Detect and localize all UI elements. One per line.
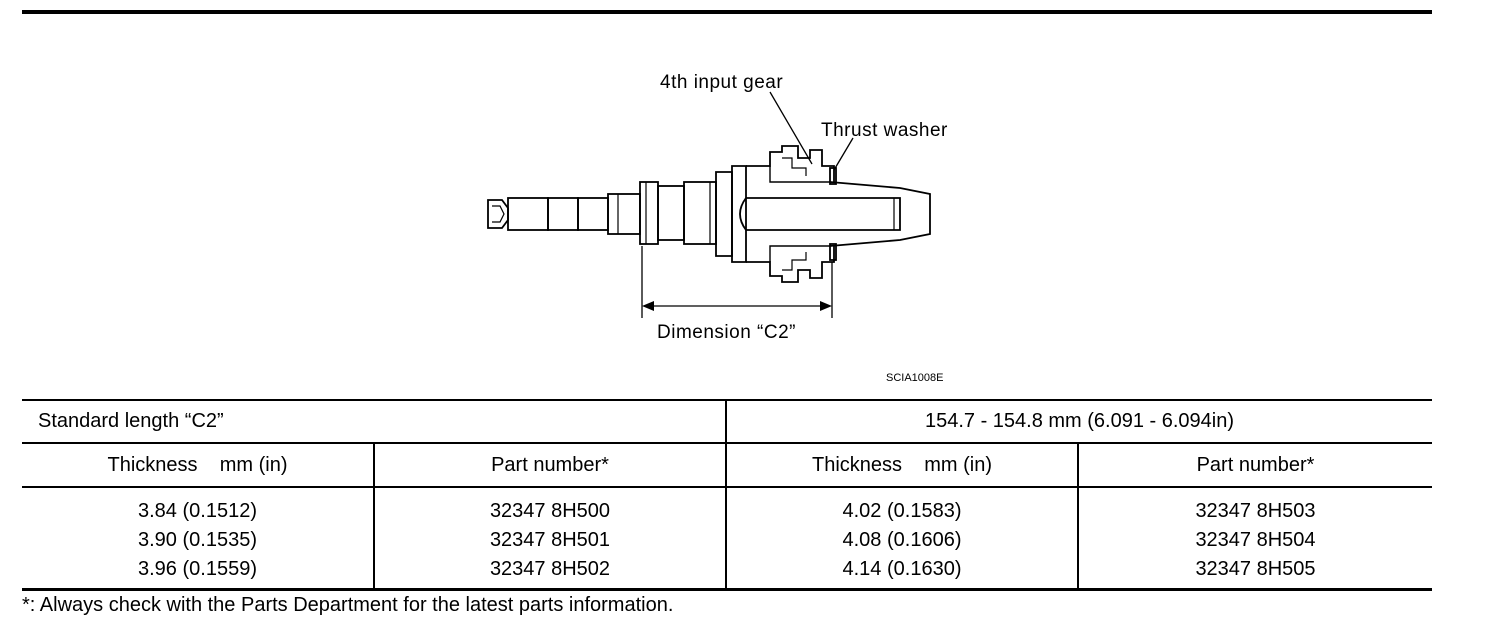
table-cell: 32347 8H502 — [489, 557, 611, 580]
table-cell: 3.96 (0.1559) — [138, 557, 257, 580]
table-cell: 32347 8H504 — [1195, 528, 1316, 551]
thrust-washer-table: Standard length “C2” 154.7 - 154.8 mm (6… — [22, 399, 1432, 591]
header-part-number-1: Part number* — [373, 442, 726, 487]
table-cell: 4.08 (0.1606) — [842, 528, 962, 551]
table-cell: 32347 8H500 — [489, 499, 611, 522]
table-body-row: 3.84 (0.1512) 3.90 (0.1535) 3.96 (0.1559… — [22, 486, 1432, 591]
standard-length-label: Standard length “C2” — [22, 399, 726, 443]
header-thickness-1: Thickness mm (in) — [22, 442, 374, 487]
table-cell: 4.02 (0.1583) — [842, 499, 962, 522]
header-part-number-2: Part number* — [1077, 442, 1432, 487]
table-header-row: Thickness mm (in) Part number* Thickness… — [22, 442, 1432, 487]
part-number-column-2: 32347 8H503 32347 8H504 32347 8H505 — [1077, 486, 1432, 591]
label-4th-input-gear: 4th input gear — [660, 72, 784, 93]
top-rule — [22, 10, 1432, 14]
input-shaft-figure: 4th input gear Thrust washer Dimension “… — [470, 60, 990, 360]
table-cell: 32347 8H503 — [1195, 499, 1316, 522]
thickness-column-1: 3.84 (0.1512) 3.90 (0.1535) 3.96 (0.1559… — [22, 486, 374, 591]
standard-length-value: 154.7 - 154.8 mm (6.091 - 6.094in) — [725, 399, 1432, 443]
thickness-column-2: 4.02 (0.1583) 4.08 (0.1606) 4.14 (0.1630… — [725, 486, 1078, 591]
footnote: *: Always check with the Parts Departmen… — [22, 594, 674, 616]
table-cell: 4.14 (0.1630) — [842, 557, 962, 580]
table-cell: 32347 8H501 — [489, 528, 611, 551]
input-shaft-drawing — [487, 91, 931, 318]
table-cell: 3.84 (0.1512) — [138, 499, 257, 522]
header-thickness-2: Thickness mm (in) — [725, 442, 1078, 487]
label-dimension-c2: Dimension “C2” — [657, 322, 796, 343]
standard-length-row: Standard length “C2” 154.7 - 154.8 mm (6… — [22, 399, 1432, 443]
table-cell: 3.90 (0.1535) — [138, 528, 257, 551]
table-cell: 32347 8H505 — [1195, 557, 1316, 580]
figure-code: SCIA1008E — [886, 372, 944, 384]
label-thrust-washer: Thrust washer — [821, 120, 948, 141]
part-number-column-1: 32347 8H500 32347 8H501 32347 8H502 — [373, 486, 726, 591]
